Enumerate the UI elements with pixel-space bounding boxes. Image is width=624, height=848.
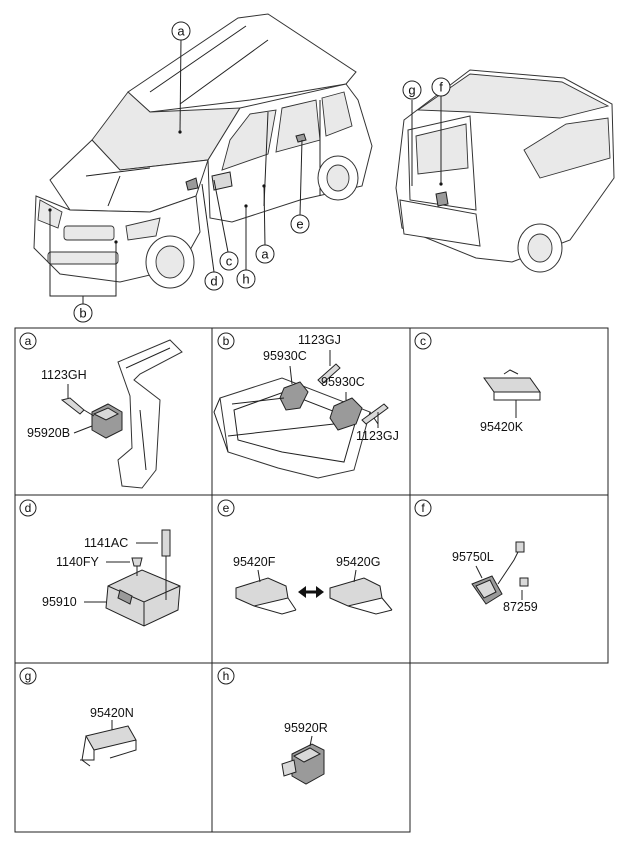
part-number-95930C-upper: 95930C — [263, 349, 307, 363]
part-number-1140FY: 1140FY — [56, 555, 100, 569]
cell-f: f 95750L 87259 — [414, 499, 538, 614]
callout-e: e — [290, 214, 310, 234]
cell-f-label: f — [414, 499, 432, 517]
overview-callouts: a a b c d e h g — [73, 21, 451, 323]
cell-d-label: d — [19, 499, 37, 517]
svg-text:b: b — [223, 334, 230, 348]
cell-h-label: h — [217, 667, 235, 685]
antenna-95420G — [329, 577, 383, 607]
cell-b: b 1123GJ 95930C 95930C 1123GJ — [213, 332, 399, 479]
svg-text:f: f — [421, 501, 425, 515]
cell-d: d 1141AC 1140FY 95910 — [19, 499, 181, 627]
svg-text:h: h — [242, 272, 249, 287]
callout-a-top: a — [171, 21, 191, 41]
svg-text:a: a — [177, 24, 185, 39]
part-number-95920R: 95920R — [284, 721, 328, 735]
antenna-95420N — [85, 725, 137, 751]
screw-87259 — [519, 577, 529, 587]
callout-f: f — [431, 77, 451, 97]
svg-text:b: b — [79, 306, 86, 321]
part-number-95420G: 95420G — [336, 555, 380, 569]
part-number-95420N: 95420N — [90, 706, 134, 720]
svg-text:c: c — [226, 254, 233, 269]
bolt — [60, 397, 85, 415]
part-number-1141AC: 1141AC — [84, 536, 128, 550]
svg-text:a: a — [261, 247, 269, 262]
part-number-1123GJ-lower: 1123GJ — [356, 429, 399, 443]
cell-e: e 95420F 95420G — [217, 499, 393, 615]
cell-e-label: e — [217, 499, 235, 517]
antenna-95420F — [235, 577, 289, 607]
part-number-95920B: 95920B — [27, 426, 70, 440]
front-sensor-lower — [329, 397, 363, 431]
svg-text:g: g — [25, 669, 32, 683]
part-number-1123GH: 1123GH — [41, 368, 87, 382]
callout-b: b — [73, 303, 93, 323]
vehicle-rear-view — [395, 69, 615, 273]
svg-text:h: h — [223, 669, 230, 683]
cell-c: c 95420K — [414, 332, 541, 434]
airbag-control-module — [105, 569, 181, 627]
svg-text:e: e — [296, 217, 303, 232]
svg-text:c: c — [420, 334, 426, 348]
cell-c-label: c — [414, 332, 432, 350]
cell-g: g 95420N — [19, 667, 137, 767]
svg-text:g: g — [408, 83, 415, 98]
part-number-95930C-lower: 95930C — [321, 375, 365, 389]
callout-h: h — [236, 269, 256, 289]
parts-grid — [14, 327, 609, 833]
part-number-95420F: 95420F — [233, 555, 276, 569]
part-number-87259: 87259 — [503, 600, 538, 614]
cell-a: a 1123GH 95920B — [19, 332, 183, 489]
svg-text:d: d — [25, 501, 32, 515]
cell-b-label: b — [217, 332, 235, 350]
svg-text:f: f — [439, 80, 443, 95]
pillar-bracket — [117, 339, 183, 489]
svg-text:d: d — [210, 274, 217, 289]
callout-c: c — [219, 251, 239, 271]
svg-text:e: e — [223, 501, 230, 515]
cell-g-label: g — [19, 667, 37, 685]
part-number-95420K: 95420K — [480, 420, 524, 434]
callout-a-door: a — [255, 244, 275, 264]
interchangeable-arrow-icon — [298, 586, 324, 598]
callout-g: g — [402, 80, 422, 100]
svg-text:a: a — [25, 334, 32, 348]
vehicle-front-view — [33, 13, 373, 304]
part-number-95910: 95910 — [42, 595, 77, 609]
antenna-95420K — [483, 377, 541, 393]
cell-a-label: a — [19, 332, 37, 350]
callout-d: d — [204, 271, 224, 291]
part-number-95750L: 95750L — [452, 550, 494, 564]
part-number-1123GJ-upper: 1123GJ — [298, 333, 341, 347]
cell-h: h 95920R — [217, 667, 328, 785]
